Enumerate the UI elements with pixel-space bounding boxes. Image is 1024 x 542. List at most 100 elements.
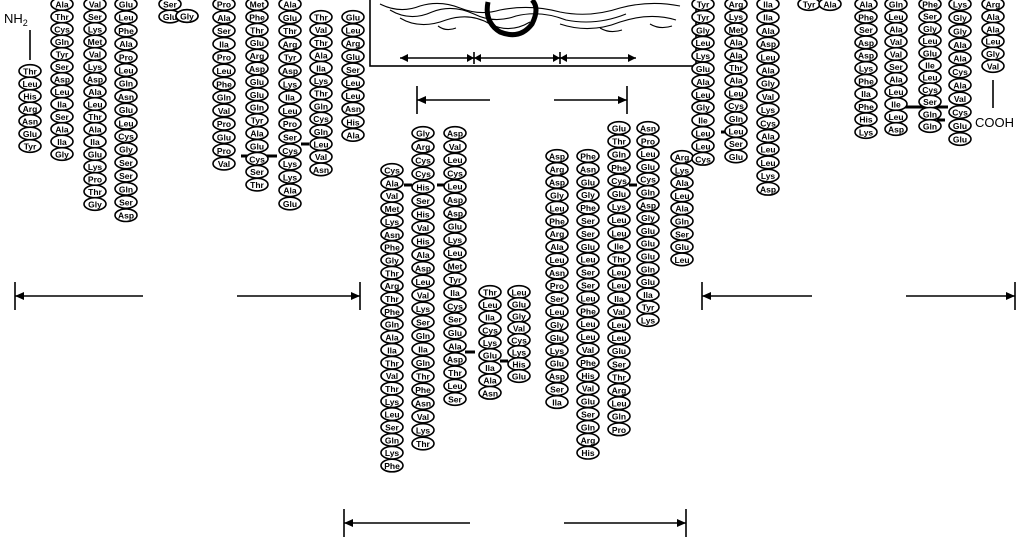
residue-label: Pro	[641, 136, 655, 146]
residue-label: Gly	[88, 200, 102, 210]
residue-label: Pro	[88, 175, 102, 185]
residue-label: Ala	[889, 25, 903, 35]
residue: Glu	[245, 74, 269, 89]
residue: Val	[507, 320, 531, 336]
residue-label: Leu	[482, 300, 497, 310]
residue-label: Leu	[728, 127, 743, 137]
residue: Cys	[478, 322, 502, 337]
residue-oval	[50, 146, 74, 162]
residue: Lys	[756, 102, 780, 117]
residue: Ser	[576, 226, 600, 241]
residue-label: Met	[729, 25, 744, 35]
residue: Asp	[636, 197, 660, 212]
residue-label: Ala	[385, 178, 399, 188]
residue-label: Leu	[611, 268, 626, 278]
residue-label: Lys	[283, 159, 298, 169]
residue: Asn	[411, 395, 435, 411]
residue-label: Leu	[674, 255, 689, 265]
residue: Thr	[18, 63, 42, 79]
residue: Glu	[278, 196, 302, 211]
residue-label: Leu	[87, 100, 102, 110]
residue-label: Asp	[640, 200, 656, 210]
residue-label: Gly	[953, 13, 967, 23]
residue-oval	[948, 131, 972, 147]
residue-label: Lys	[612, 202, 627, 212]
residue-label: Phe	[580, 306, 596, 316]
residue-label: Glu	[483, 351, 497, 361]
residue: Tyr	[245, 112, 269, 128]
residue: Val	[576, 381, 600, 396]
residue-label: Ila	[763, 13, 773, 23]
residue: Leu	[918, 33, 942, 48]
residue-oval	[411, 233, 435, 249]
residue-label: Gln	[119, 184, 133, 194]
residue: Ila	[83, 134, 107, 149]
residue-label: Ala	[550, 242, 564, 252]
residue-oval	[948, 104, 972, 120]
residue: Leu	[607, 225, 631, 240]
residue: Ila	[854, 86, 878, 101]
residue-label: Glu	[250, 77, 264, 87]
residue-label: Ile	[698, 116, 708, 126]
residue-label: Glu	[23, 129, 37, 139]
residue: Asp	[545, 174, 569, 189]
residue-label: Leu	[728, 88, 743, 98]
residue-label: Gln	[314, 101, 328, 111]
residue-label: Lys	[88, 162, 103, 172]
residue-label: Leu	[580, 255, 595, 265]
residue: Ila	[380, 342, 404, 358]
residue: Gln	[884, 0, 908, 12]
residue: Phe	[607, 160, 631, 175]
residue: Leu	[278, 103, 302, 118]
residue-label: Thr	[88, 187, 102, 197]
residue: Lys	[607, 199, 631, 214]
residue: Ala	[724, 47, 748, 62]
residue-label: Glu	[641, 162, 655, 172]
residue: Ile	[918, 57, 942, 73]
residue: Thr	[245, 22, 269, 37]
residue: Thr	[309, 9, 333, 25]
residue: Gln	[114, 181, 138, 196]
dimension-arrows	[14, 86, 1016, 537]
residue-label: Cys	[118, 132, 134, 142]
residue: Val	[607, 304, 631, 319]
residue-label: Asp	[760, 184, 776, 194]
residue: Glu	[278, 10, 302, 25]
residue: Cys	[309, 111, 333, 126]
residue-label: Val	[582, 384, 594, 394]
residue-label: Arg	[986, 0, 1001, 10]
residue: Asn	[309, 162, 333, 177]
residue-label: Phe	[118, 26, 134, 36]
residue-label: Leu	[549, 203, 564, 213]
residue-label: Leu	[760, 158, 775, 168]
residue-label: Arg	[675, 153, 690, 163]
residue-label: Phe	[415, 385, 431, 395]
residue: Gly	[50, 146, 74, 162]
residue: Val	[83, 0, 107, 12]
residue-label: Lys	[88, 25, 103, 35]
residue-label: Cys	[760, 118, 776, 128]
residue-label: Lys	[385, 448, 400, 458]
residue: Gln	[724, 111, 748, 126]
residue-label: Lys	[385, 397, 400, 407]
residue: Gly	[507, 308, 531, 324]
residue-label: Asp	[549, 177, 565, 187]
residue-label: Glu	[581, 242, 595, 252]
residue-label: Pro	[217, 146, 231, 156]
residue-label: Leu	[695, 38, 710, 48]
residue: Glu	[443, 325, 467, 340]
residue: Leu	[756, 155, 780, 170]
residue-label: Glu	[217, 133, 231, 143]
residue-label: Tyr	[251, 116, 264, 126]
residue-label: Glu	[675, 242, 689, 252]
residue: Arg	[981, 0, 1005, 12]
residue-label: Gln	[385, 320, 399, 330]
residue: Leu	[576, 290, 600, 306]
residue: Gln	[636, 261, 660, 276]
residue-label: Ser	[581, 410, 595, 420]
residue-label: Ila	[285, 93, 295, 103]
residue: Lys	[507, 344, 531, 360]
residue-label: Glu	[581, 397, 595, 407]
residue-label: Ala	[283, 186, 297, 196]
residue: Ala	[443, 338, 467, 353]
